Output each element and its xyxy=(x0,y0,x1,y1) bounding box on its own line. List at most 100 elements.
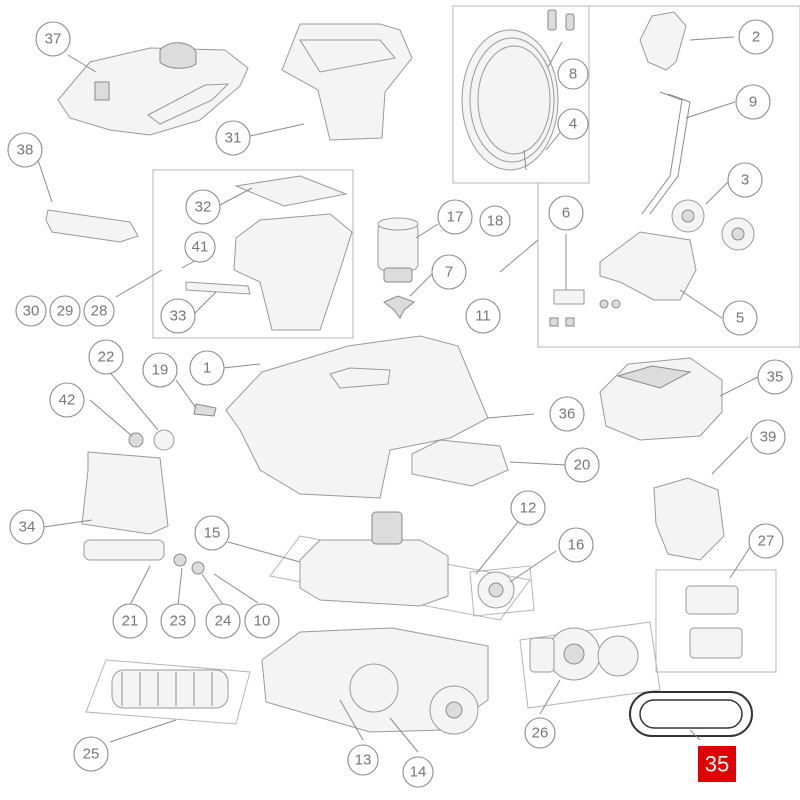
callout-29[interactable]: 29 xyxy=(49,295,81,327)
callout-26[interactable]: 26 xyxy=(524,717,556,749)
callout-10[interactable]: 10 xyxy=(244,603,280,639)
svg-text:9: 9 xyxy=(749,94,757,111)
svg-text:27: 27 xyxy=(758,533,775,550)
svg-text:14: 14 xyxy=(410,764,427,781)
svg-text:1: 1 xyxy=(203,360,211,377)
callout-35-control-box[interactable]: 35 xyxy=(757,359,793,395)
svg-text:26: 26 xyxy=(532,725,549,742)
callout-28[interactable]: 28 xyxy=(83,295,115,327)
svg-text:39: 39 xyxy=(760,429,777,446)
callout-18[interactable]: 18 xyxy=(479,205,511,237)
callout-2[interactable]: 2 xyxy=(738,19,774,55)
callout-4[interactable]: 4 xyxy=(557,108,589,140)
part-37-top-cover xyxy=(57,42,249,136)
wheel-tray-frame xyxy=(519,621,661,709)
callout-15[interactable]: 15 xyxy=(194,515,230,551)
svg-text:42: 42 xyxy=(59,392,76,409)
callout-1[interactable]: 1 xyxy=(189,350,225,386)
part-15-motor-block xyxy=(299,511,449,607)
svg-text:4: 4 xyxy=(569,116,577,133)
svg-text:12: 12 xyxy=(520,500,537,517)
callout-24[interactable]: 24 xyxy=(205,603,241,639)
part-9-caddy-handle xyxy=(641,91,691,215)
callout-14[interactable]: 14 xyxy=(402,756,434,788)
svg-text:18: 18 xyxy=(487,213,504,230)
callout-32[interactable]: 32 xyxy=(185,189,221,225)
callout-6[interactable]: 6 xyxy=(548,195,584,231)
svg-text:19: 19 xyxy=(152,362,169,379)
part-32-gasket xyxy=(234,175,348,207)
callout-22[interactable]: 22 xyxy=(88,339,124,375)
part-31-filter-housing xyxy=(281,23,413,141)
svg-text:17: 17 xyxy=(447,209,464,226)
svg-text:37: 37 xyxy=(45,31,62,48)
callout-36[interactable]: 36 xyxy=(549,396,585,432)
callout-5[interactable]: 5 xyxy=(722,300,758,336)
svg-text:31: 31 xyxy=(225,130,242,147)
part-3-caddy-wheels xyxy=(671,199,755,251)
part-5-caddy-base xyxy=(599,231,697,301)
callout-9[interactable]: 9 xyxy=(735,84,771,120)
svg-text:21: 21 xyxy=(122,613,139,630)
part-17-pump-cartridge xyxy=(377,217,419,283)
callout-13[interactable]: 13 xyxy=(347,744,379,776)
svg-text:22: 22 xyxy=(98,349,115,366)
callout-23[interactable]: 23 xyxy=(160,603,196,639)
part-35-control-box xyxy=(599,357,723,441)
callout-34[interactable]: 34 xyxy=(9,509,45,545)
svg-text:24: 24 xyxy=(215,613,232,630)
svg-text:20: 20 xyxy=(574,457,591,474)
svg-text:2: 2 xyxy=(752,29,760,46)
callout-12[interactable]: 12 xyxy=(510,490,546,526)
svg-text:32: 32 xyxy=(195,199,212,216)
part-7-impeller xyxy=(383,295,415,319)
callout-31[interactable]: 31 xyxy=(215,120,251,156)
part-21-brush-axle xyxy=(83,539,205,575)
callout-38[interactable]: 38 xyxy=(7,132,43,168)
svg-text:15: 15 xyxy=(204,525,221,542)
callout-27[interactable]: 27 xyxy=(748,523,784,559)
callout-19[interactable]: 19 xyxy=(142,352,178,388)
callout-7[interactable]: 7 xyxy=(431,254,467,290)
callout-42[interactable]: 42 xyxy=(49,382,85,418)
callout-17[interactable]: 17 xyxy=(437,199,473,235)
svg-text:6: 6 xyxy=(562,205,570,222)
svg-text:30: 30 xyxy=(23,303,40,320)
filter-kit-frame xyxy=(152,169,354,339)
callout-16[interactable]: 16 xyxy=(558,527,594,563)
svg-text:8: 8 xyxy=(569,66,577,83)
callout-39[interactable]: 39 xyxy=(750,419,786,455)
callout-25[interactable]: 25 xyxy=(73,736,109,772)
part-42-bushing xyxy=(128,432,144,448)
svg-text:16: 16 xyxy=(568,537,585,554)
part-19-clip xyxy=(193,403,217,417)
callout-37[interactable]: 37 xyxy=(35,21,71,57)
svg-text:3: 3 xyxy=(741,172,749,189)
callout-33[interactable]: 33 xyxy=(160,298,196,334)
part-27-cover-set xyxy=(685,585,743,659)
cover-kit-frame xyxy=(655,569,777,673)
callout-35-highlighted[interactable]: 35 xyxy=(698,746,736,782)
part-2-handle-clip xyxy=(639,11,687,71)
caddy-kit-frame xyxy=(537,5,800,348)
svg-text:29: 29 xyxy=(57,303,74,320)
cable-kit-frame xyxy=(452,5,590,184)
callout-30[interactable]: 30 xyxy=(15,295,47,327)
callout-3[interactable]: 3 xyxy=(727,162,763,198)
part-20-bracket xyxy=(411,439,509,487)
callout-8[interactable]: 8 xyxy=(557,58,589,90)
svg-text:5: 5 xyxy=(736,310,744,327)
svg-text:38: 38 xyxy=(17,142,34,159)
svg-text:41: 41 xyxy=(192,239,209,256)
svg-text:28: 28 xyxy=(91,303,108,320)
motor-tray-frame xyxy=(269,535,531,621)
part-16-impeller-gear xyxy=(477,571,515,609)
svg-text:33: 33 xyxy=(170,308,187,325)
callout-20[interactable]: 20 xyxy=(564,447,600,483)
callout-41[interactable]: 41 xyxy=(184,231,216,263)
svg-text:36: 36 xyxy=(559,406,576,423)
callout-21[interactable]: 21 xyxy=(112,603,148,639)
callout-11[interactable]: 11 xyxy=(465,298,501,334)
part-26-drive-wheel xyxy=(529,627,639,681)
